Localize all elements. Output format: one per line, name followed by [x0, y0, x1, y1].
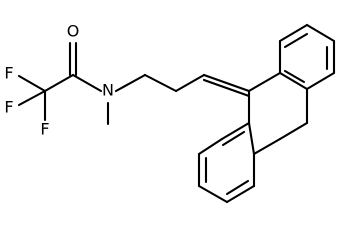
chemical-structure-canvas: O F F F N	[4, 21, 336, 204]
upper-benzene-ring	[247, 23, 336, 125]
ethylene-bridge-1	[278, 121, 309, 141]
oxygen-label: O	[67, 22, 80, 41]
trifluoroacetamide-fragment	[17, 41, 251, 126]
upper-ring-bond-6	[305, 71, 336, 91]
lower-ring-bond-4	[197, 184, 229, 204]
bond-exocyclic-a	[202, 73, 251, 93]
upper-ring-inner-1	[283, 32, 309, 49]
bond-n-chain	[114, 73, 147, 93]
lower-benzene-ring	[197, 89, 309, 204]
bond-chain-2	[174, 73, 206, 93]
lower-ring-inner-3	[221, 130, 246, 147]
bond-cf-carbonyl	[43, 73, 75, 93]
upper-ring-inner-3	[283, 69, 306, 84]
upper-ring-bond-1	[247, 71, 282, 93]
lower-ring-to-bridge	[252, 137, 282, 156]
lower-ring-bond-5	[225, 184, 256, 204]
fluorine-label-left: F	[4, 98, 13, 117]
lower-ring-bond-1	[220, 121, 251, 141]
bond-exocyclic-b	[202, 78, 251, 98]
lower-ring-bond-2	[197, 137, 224, 156]
fluorine-label-top: F	[4, 64, 13, 83]
lower-ring-bond-7	[247, 121, 256, 156]
lower-ring-inner-2	[225, 179, 250, 196]
fluorine-label-bottom: F	[40, 120, 49, 139]
upper-ring-bond-3	[278, 23, 309, 43]
molecule-diagram: O F F F N	[4, 22, 336, 204]
bond-cf-f1	[17, 74, 47, 93]
upper-ring-bond-7	[278, 71, 309, 91]
upper-ring-bond-4	[305, 23, 336, 43]
atom-labels: O F F F N	[4, 22, 114, 139]
bond-cf-f2	[17, 89, 47, 107]
nitrogen-label: N	[102, 81, 114, 100]
bond-carbonyl-n	[71, 73, 103, 93]
bond-chain-1	[143, 73, 178, 93]
